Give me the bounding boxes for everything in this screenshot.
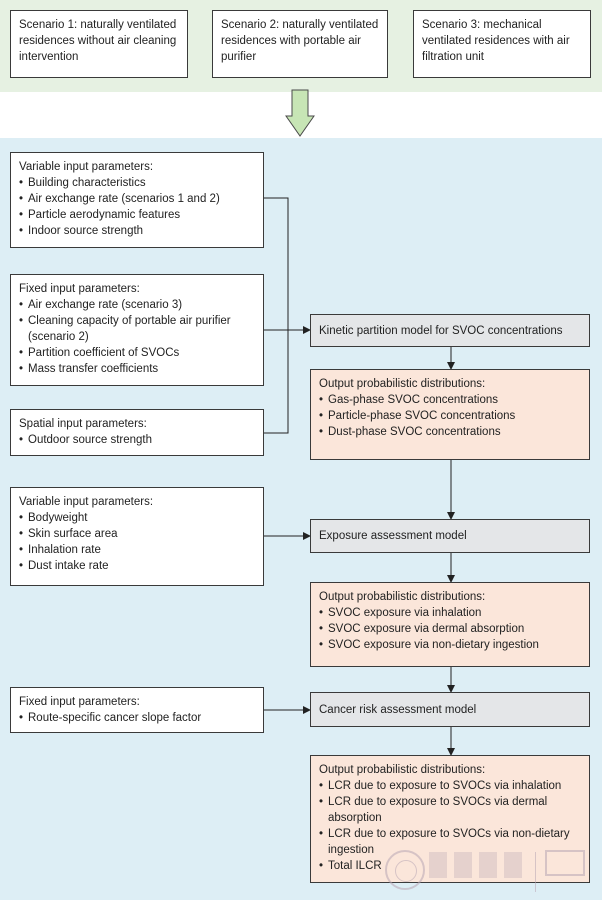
list-item: Bodyweight — [19, 510, 255, 526]
watermark-mark — [429, 852, 529, 878]
list-item: LCR due to exposure to SVOCs via inhalat… — [319, 778, 581, 794]
cancer-model-label: Cancer risk assessment model — [319, 704, 477, 716]
list-item: Particle aerodynamic features — [19, 207, 255, 223]
variable-inputs-title: Variable input parameters: — [19, 161, 154, 173]
watermark-logo — [385, 848, 600, 898]
output-risk-box: Output probabilistic distributions: LCR … — [310, 755, 590, 883]
output-title: Output probabilistic distributions: — [319, 378, 486, 390]
list-item: SVOC exposure via dermal absorption — [319, 621, 581, 637]
list-item: Building characteristics — [19, 175, 255, 191]
output-title: Output probabilistic distributions: — [319, 591, 486, 603]
list-item: Gas-phase SVOC concentrations — [319, 392, 581, 408]
big-down-arrow — [285, 89, 315, 137]
list-item: Outdoor source strength — [19, 432, 255, 448]
kinetic-model-box: Kinetic partition model for SVOC concent… — [310, 314, 590, 347]
list-item: Air exchange rate (scenario 3) — [19, 297, 255, 313]
output-title: Output probabilistic distributions: — [319, 764, 486, 776]
list-item: Total ILCR — [319, 858, 581, 874]
variable-inputs-box-2: Variable input parameters: Bodyweight Sk… — [10, 487, 264, 586]
list-item: Dust intake rate — [19, 558, 255, 574]
exposure-model-label: Exposure assessment model — [319, 530, 467, 542]
list-item: Mass transfer coefficients — [19, 361, 255, 377]
list-item: Skin surface area — [19, 526, 255, 542]
variable-inputs-box-1: Variable input parameters: Building char… — [10, 152, 264, 248]
output-exposure-box: Output probabilistic distributions: SVOC… — [310, 582, 590, 667]
scenario-3-label: Scenario 3: mechanical ventilated reside… — [422, 19, 570, 63]
list-item: Cleaning capacity of portable air purifi… — [19, 313, 255, 345]
output-concentrations-box: Output probabilistic distributions: Gas-… — [310, 369, 590, 460]
list-item: Partition coefficient of SVOCs — [19, 345, 255, 361]
cancer-model-box: Cancer risk assessment model — [310, 692, 590, 727]
watermark-divider — [535, 852, 536, 892]
watermark-box-icon — [545, 850, 585, 876]
scenario-3-box: Scenario 3: mechanical ventilated reside… — [413, 10, 591, 78]
list-item: Route-specific cancer slope factor — [19, 710, 255, 726]
fixed-inputs-box-2: Fixed input parameters: Route-specific c… — [10, 687, 264, 733]
exposure-model-box: Exposure assessment model — [310, 519, 590, 553]
list-item: LCR due to exposure to SVOCs via dermal … — [319, 794, 581, 826]
fixed-inputs-title: Fixed input parameters: — [19, 696, 140, 708]
variable-inputs-title: Variable input parameters: — [19, 496, 154, 508]
list-item: Inhalation rate — [19, 542, 255, 558]
list-item: SVOC exposure via non-dietary ingestion — [319, 637, 581, 653]
spatial-inputs-title: Spatial input parameters: — [19, 418, 147, 430]
list-item: Indoor source strength — [19, 223, 255, 239]
scenario-1-box: Scenario 1: naturally ventilated residen… — [10, 10, 188, 78]
spatial-inputs-box: Spatial input parameters: Outdoor source… — [10, 409, 264, 456]
scenario-2-label: Scenario 2: naturally ventilated residen… — [221, 19, 379, 63]
list-item: SVOC exposure via inhalation — [319, 605, 581, 621]
fixed-inputs-box-1: Fixed input parameters: Air exchange rat… — [10, 274, 264, 386]
list-item: Particle-phase SVOC concentrations — [319, 408, 581, 424]
list-item: Air exchange rate (scenarios 1 and 2) — [19, 191, 255, 207]
fixed-inputs-title: Fixed input parameters: — [19, 283, 140, 295]
list-item: Dust-phase SVOC concentrations — [319, 424, 581, 440]
kinetic-model-label: Kinetic partition model for SVOC concent… — [319, 325, 563, 337]
scenario-1-label: Scenario 1: naturally ventilated residen… — [19, 19, 177, 63]
scenario-2-box: Scenario 2: naturally ventilated residen… — [212, 10, 388, 78]
university-seal-icon — [385, 850, 425, 890]
list-item: LCR due to exposure to SVOCs via non-die… — [319, 826, 581, 858]
